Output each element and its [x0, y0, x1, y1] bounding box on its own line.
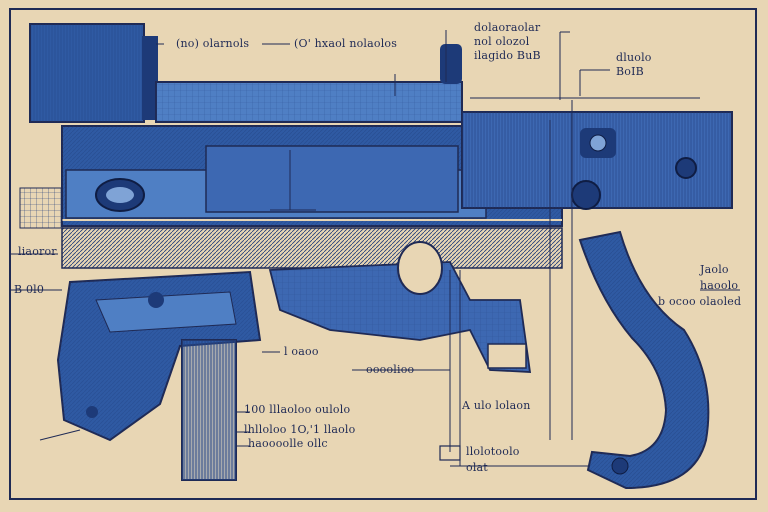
label-bot-b3: olat	[466, 461, 488, 474]
label-bot-b1: A ulo lolaon	[462, 399, 531, 412]
label-left-b: B 0l0	[14, 283, 45, 296]
bolt-cover	[205, 145, 459, 213]
pivot-screw	[571, 180, 601, 210]
label-bot-a2: lhlloloo 1O,'1 llaolo	[244, 423, 356, 436]
label-bot-a3: haoooolle ollc	[248, 437, 328, 450]
label-mid-b: oooolioo	[366, 363, 415, 376]
magazine	[181, 339, 237, 481]
label-left-a: liaoror	[18, 245, 57, 258]
front-post	[440, 44, 462, 84]
label-top-a: (no) olarnols	[176, 37, 250, 50]
label-right-a2: haoolo	[700, 279, 739, 292]
label-bot-b2: llolotoolo	[466, 445, 520, 458]
label-right-a3: b ocoo olaoled	[658, 295, 742, 308]
label-top-c3: ilagido BuB	[474, 49, 541, 62]
label-top-d2: BoIB	[616, 65, 644, 78]
label-mid-a: l oaoo	[284, 345, 319, 358]
label-top-d1: dluolo	[616, 51, 652, 64]
label-top-b: (O' hxaol nolaolos	[294, 37, 398, 50]
muzzle-stub	[19, 187, 63, 229]
dimension-lines	[10, 30, 740, 467]
rear-post	[142, 36, 158, 120]
label-bot-a1: 100 lllaoloo oulolo	[244, 403, 351, 416]
trigger-guard	[397, 241, 443, 295]
lower-frame	[61, 227, 563, 269]
label-right-a1: Jaolo	[700, 263, 729, 276]
label-top-c1: dolaoraolar	[474, 21, 541, 34]
label-top-c2: nol olozol	[474, 35, 530, 48]
